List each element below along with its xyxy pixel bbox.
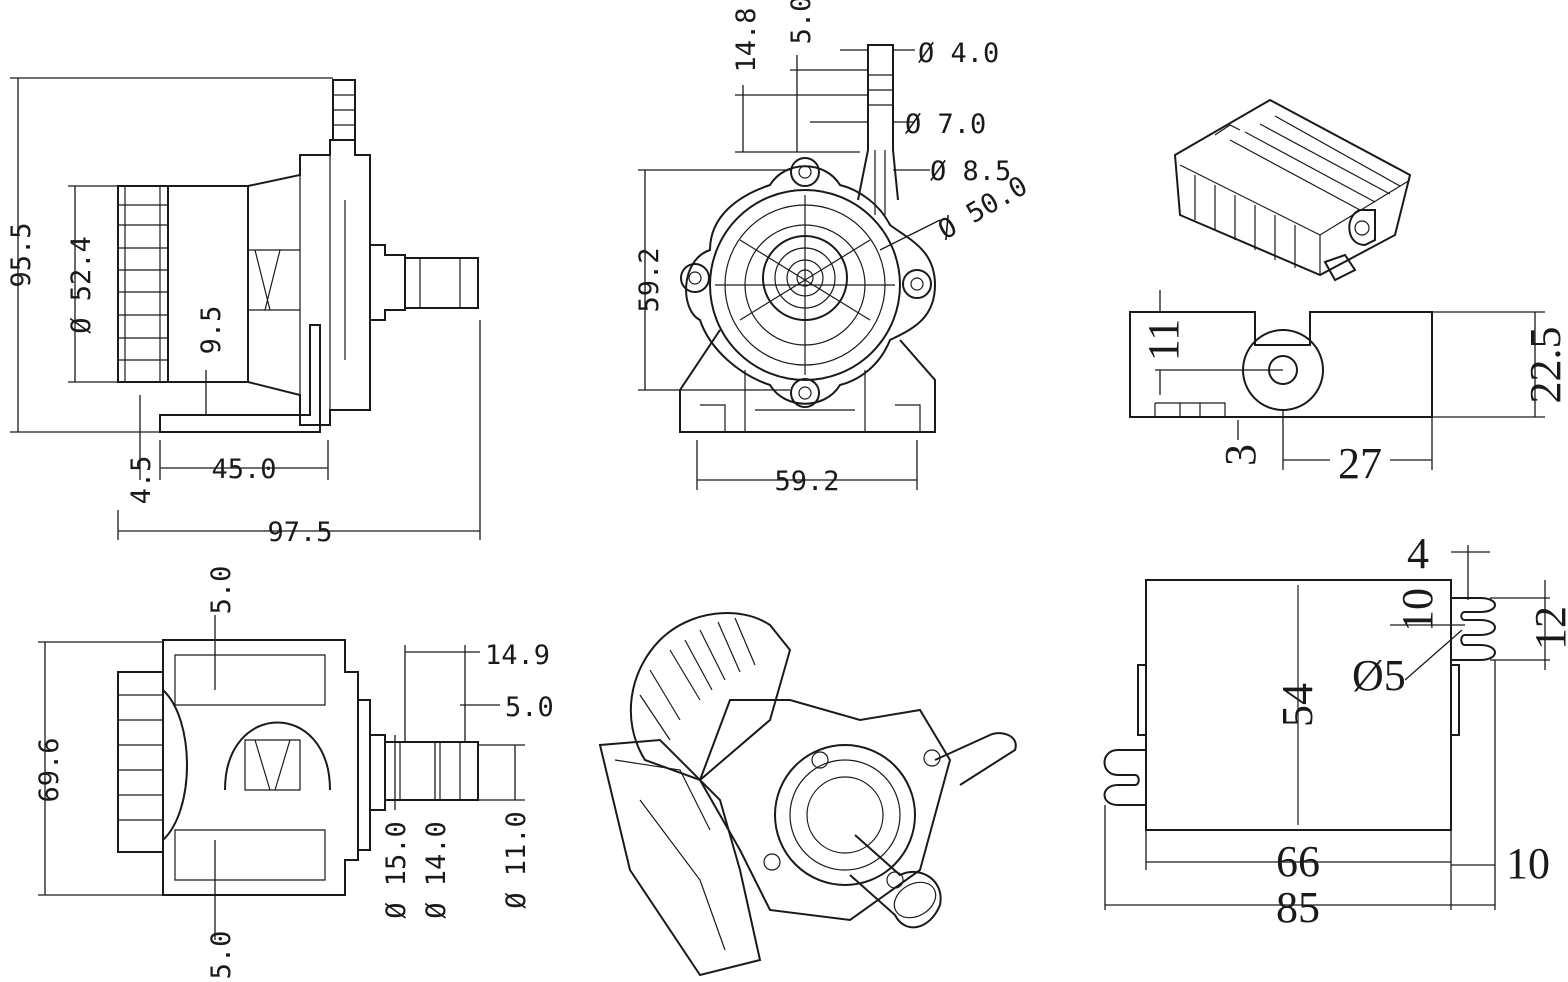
outlet-pipe	[857, 44, 899, 201]
pump-flange	[685, 165, 937, 405]
pump-top-view: 5.0 5.0 69.6 14.9 5.0 Ø 15.0 Ø 14.0 Ø 11…	[34, 566, 554, 980]
ctrl-hole-dia: Ø5	[1352, 651, 1406, 700]
overall-length-label: 97.5	[267, 517, 332, 548]
mounting-foot	[159, 324, 321, 433]
iso-motor-cap	[629, 612, 792, 782]
controller-side-view: 11 22.5 3 27	[1129, 290, 1568, 488]
top-motor-cap	[117, 671, 164, 853]
ctrl-body-width: 66	[1276, 837, 1320, 886]
top-dim-1: 14.8	[731, 7, 762, 72]
pump-iso-view	[598, 612, 1017, 977]
iso-housing-ring	[774, 744, 916, 886]
top-dim-2: 5.0	[786, 0, 817, 44]
iso-bracket	[598, 738, 762, 977]
bolt-holes	[680, 157, 932, 408]
inlet-flange	[370, 244, 406, 321]
top-arch	[224, 721, 331, 791]
motor-ribs	[118, 186, 168, 382]
motor-body	[168, 185, 249, 383]
ctrl-slot: 10	[1393, 588, 1442, 632]
outlet-dia-1: Ø 4.0	[918, 38, 999, 69]
top-inlet-dia-2: Ø 14.0	[421, 821, 452, 919]
pump-front-view: 14.8 5.0 Ø 4.0 Ø 7.0 Ø 8.5 Ø 50.0 59.2 5…	[634, 0, 1033, 497]
foot-label: 4.5	[126, 456, 157, 505]
top-inlet-length: 14.9	[485, 640, 550, 671]
offset-label: 9.5	[196, 306, 227, 355]
ctrl-tab-length: 10	[1506, 839, 1550, 888]
top-housing	[162, 639, 359, 896]
top-inlet-offset: 5.0	[505, 692, 554, 723]
top-gap-top: 5.0	[206, 566, 237, 615]
pump-side-view: 95.5 Ø 52.4 9.5 4.5 45.0 97.5	[6, 77, 481, 548]
base-bracket	[679, 329, 936, 433]
controller-side-body	[1129, 311, 1433, 418]
controller-iso-view	[1173, 98, 1412, 282]
top-inlet-dia-1: Ø 15.0	[381, 821, 412, 919]
controller-iso-body	[1173, 98, 1412, 277]
inlet-pipe	[405, 257, 479, 309]
side-hole-offset: 27	[1338, 439, 1382, 488]
iso-outlet	[934, 732, 1017, 786]
controller-top-body	[1145, 579, 1452, 831]
front-height: 59.2	[634, 247, 665, 312]
top-gap-bottom: 5.0	[206, 931, 237, 980]
top-flange	[358, 699, 371, 851]
ctrl-body-height: 54	[1273, 683, 1322, 727]
motor-cap	[117, 185, 169, 383]
side-bottom: 3	[1216, 444, 1265, 466]
ctrl-slot-height: 12	[1526, 606, 1568, 650]
controller-right-tab	[1451, 597, 1496, 661]
iso-pump-body	[698, 699, 952, 922]
outlet-dia-2: Ø 7.0	[905, 109, 986, 140]
side-height: 22.5	[1521, 327, 1568, 404]
ctrl-overall-width: 85	[1276, 883, 1320, 932]
pump-head	[247, 139, 371, 426]
side-top-offset: 11	[1139, 319, 1188, 361]
top-inlet-pipe	[385, 741, 479, 801]
front-width: 59.2	[774, 466, 839, 497]
ctrl-tab-width: 4	[1407, 529, 1429, 578]
top-inlet-dia-3: Ø 11.0	[501, 811, 532, 909]
top-height: 69.6	[34, 737, 65, 802]
controller-left-tab	[1103, 749, 1146, 806]
outlet-dia-3: Ø 8.5	[930, 156, 1011, 187]
iso-inlet	[849, 834, 942, 929]
length-label: 45.0	[211, 454, 276, 485]
body-diameter-label: Ø 52.4	[66, 236, 97, 334]
height-label: 95.5	[6, 222, 37, 287]
controller-top-view: 4 10 12 Ø5 54 66 10 85	[1103, 529, 1568, 932]
